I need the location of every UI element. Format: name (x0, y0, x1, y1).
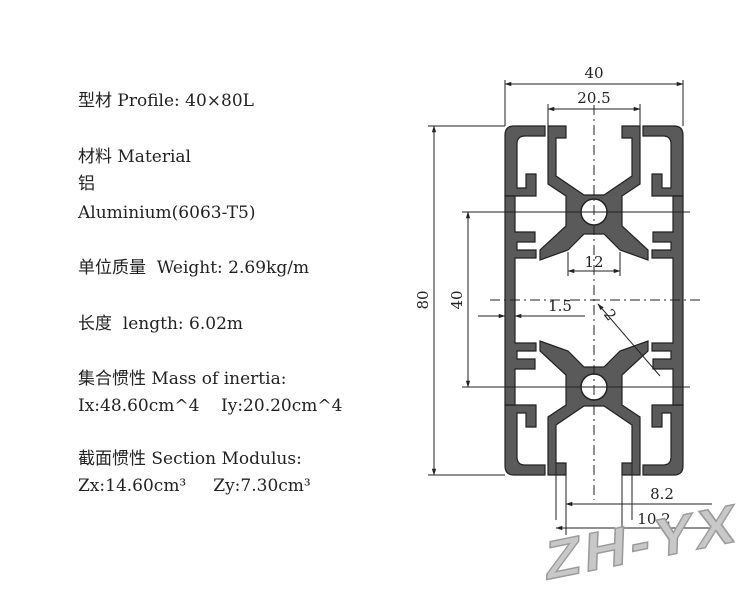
material-cn: 铝 (78, 174, 95, 194)
dim-width-total: 40 (584, 64, 603, 82)
dimension-lines (428, 80, 712, 535)
dim-height-half: 40 (448, 290, 466, 309)
profile-cross-section (504, 125, 684, 476)
profile-outer-shell (504, 125, 684, 476)
material-label: 材料 Material (78, 147, 191, 167)
dim-slot-spacing: 20.5 (577, 89, 610, 107)
profile-right-wall (651, 195, 684, 406)
modulus-values: Zx:14.60cm³ Zy:7.30cm³ (78, 476, 311, 496)
dim-center-bore: 12 (584, 253, 603, 271)
dim-radius: 2 (600, 306, 620, 325)
profile-upper-core (539, 125, 649, 261)
inertia-values: Ix:48.60cm^4 Iy:20.20cm^4 (78, 396, 343, 416)
profile-left-wall (504, 195, 537, 406)
length-spec: 长度 length: 6.02m (78, 314, 244, 334)
inertia-label: 集合惯性 Mass of inertia: (78, 369, 287, 389)
dim-wall: 1.5 (548, 297, 572, 315)
watermark-logo: ZH-YX (545, 493, 740, 591)
modulus-label: 截面惯性 Section Modulus: (78, 449, 302, 469)
dim-slot-opening: 8.2 (650, 485, 674, 503)
profile-spec: 型材 Profile: 40×80L (78, 91, 254, 111)
dim-height-total: 80 (414, 290, 432, 309)
center-lines (490, 105, 700, 500)
profile-lower-core (539, 340, 649, 476)
dim-slot-depth: 10.2 (637, 510, 670, 528)
material-value: Aluminium(6063-T5) (78, 203, 256, 223)
weight-spec: 单位质量 Weight: 2.69kg/m (78, 258, 310, 278)
